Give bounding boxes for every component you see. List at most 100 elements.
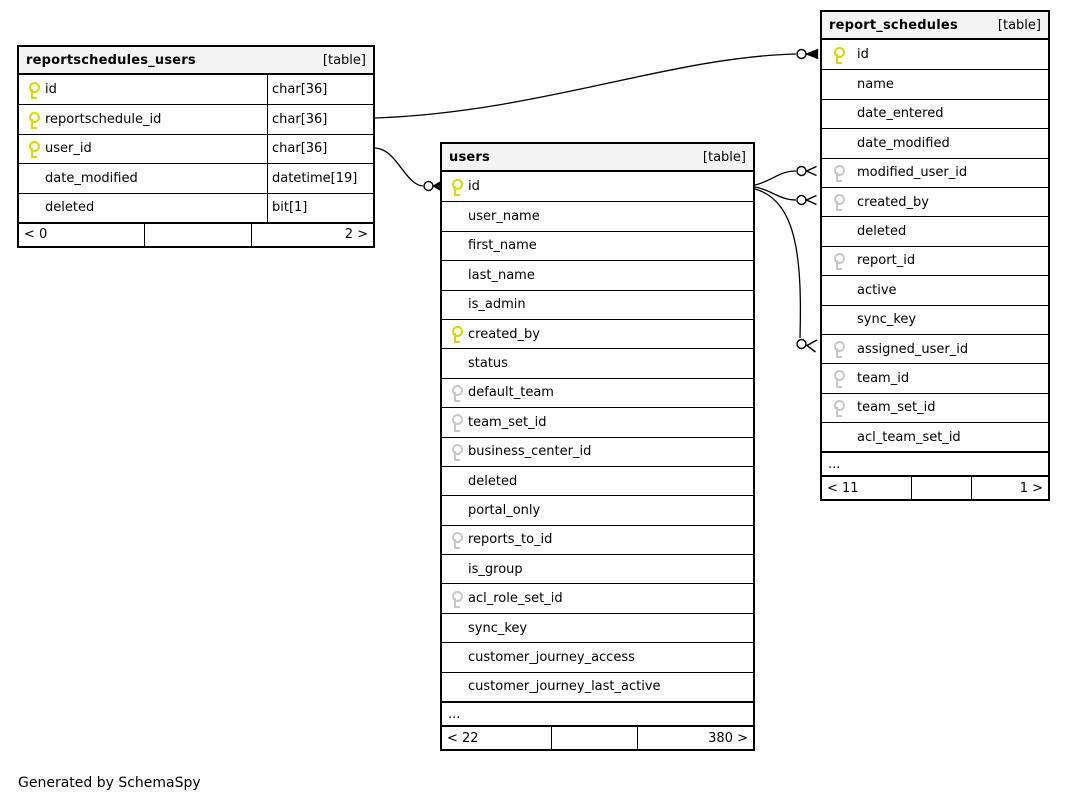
more-columns-ellipsis: ... (442, 701, 753, 725)
column-name: team_set_id (857, 400, 936, 416)
table-title: users (449, 149, 490, 165)
column-row: customer_journey_access (442, 642, 753, 671)
column-name: active (857, 282, 897, 298)
table-users: users [table] id user_name first_name la… (440, 142, 755, 752)
relationship-users-id-to-created_by (754, 186, 817, 206)
table-tag: [table] (997, 17, 1041, 33)
column-name: team_id (857, 370, 910, 386)
column-row: deleted bit[1] (19, 192, 373, 222)
solid-arrowhead (804, 48, 819, 60)
column-name: portal_only (468, 502, 541, 518)
foreign-key-icon (832, 399, 845, 418)
footer-spacer (145, 223, 252, 246)
foreign-key-icon (450, 414, 463, 432)
column-row: customer_journey_last_active (442, 671, 753, 701)
parents-count: 2 > (344, 227, 368, 243)
children-count: < 11 (822, 477, 912, 500)
footer-spacer (552, 727, 638, 750)
column-row: active (822, 275, 1048, 304)
column-row: portal_only (442, 495, 753, 524)
column-name: sync_key (857, 312, 917, 328)
column-row: id (822, 40, 1048, 69)
table-header[interactable]: reportschedules_users [table] (19, 47, 373, 75)
column-row: reports_to_id (442, 524, 753, 554)
column-name: date_modified (45, 170, 138, 186)
column-row: date_modified (822, 128, 1048, 157)
table-reportschedules-users: reportschedules_users [table] id char[36… (17, 45, 375, 248)
column-row: user_name (442, 201, 753, 230)
column-name: deleted (468, 473, 518, 489)
generated-by-note: Generated by SchemaSpy (18, 775, 201, 791)
table-title: report_schedules (829, 17, 958, 33)
table-header[interactable]: users [table] (442, 144, 753, 172)
column-type: char[36] (267, 134, 373, 164)
column-name: date_modified (857, 135, 950, 151)
column-row: name (822, 69, 1048, 98)
column-name: last_name (468, 267, 535, 283)
open-arrowhead (804, 165, 817, 177)
column-name: id (45, 82, 57, 98)
column-row: report_id (822, 245, 1048, 275)
foreign-key-icon (450, 531, 463, 550)
column-name: assigned_user_id (857, 341, 969, 357)
column-row: id char[36] (19, 75, 373, 105)
column-row: modified_user_id (822, 157, 1048, 187)
table-header[interactable]: report_schedules [table] (822, 12, 1048, 40)
column-name: customer_journey_last_active (468, 679, 661, 695)
primary-key-icon (27, 140, 40, 159)
column-name: default_team (468, 385, 554, 401)
column-name: id (857, 47, 869, 63)
table-footer: < 0 2 > (19, 221, 373, 246)
foreign-key-icon (832, 252, 845, 271)
open-arrowhead (805, 339, 818, 353)
column-name: id (468, 179, 480, 195)
column-row: date_modified datetime[19] (19, 163, 373, 193)
table-report-schedules: report_schedules [table] id name date_en… (820, 10, 1050, 502)
column-row: deleted (442, 465, 753, 495)
column-name: status (468, 356, 508, 372)
column-name: date_entered (857, 106, 944, 122)
column-row: status (442, 348, 753, 377)
relationship-users-id-to-modified_user_id (754, 165, 817, 186)
parents-count: 380 > (708, 730, 748, 746)
column-row: acl_team_set_id (822, 422, 1048, 451)
column-row: acl_role_set_id (442, 583, 753, 612)
primary-key-icon (832, 46, 845, 64)
open-arrowhead (804, 194, 817, 206)
zero-or-one-circle (796, 48, 807, 60)
more-columns-ellipsis: ... (822, 451, 1048, 475)
column-name: sync_key (468, 620, 528, 636)
relationship-reportschedule_id-to-report_schedules-id (374, 48, 819, 119)
column-row: reportschedule_id char[36] (19, 104, 373, 134)
foreign-key-icon (450, 443, 463, 461)
primary-key-icon (27, 111, 40, 129)
children-count: < 22 (442, 727, 552, 750)
column-name: modified_user_id (857, 165, 968, 181)
column-name: reportschedule_id (45, 112, 162, 128)
foreign-key-icon (450, 384, 463, 403)
column-row: sync_key (822, 304, 1048, 334)
column-row: user_id char[36] (19, 133, 373, 164)
foreign-key-icon (832, 164, 845, 182)
column-name: acl_team_set_id (857, 429, 961, 445)
column-name: is_group (468, 561, 523, 577)
foreign-key-icon (832, 341, 845, 359)
table-tag: [table] (702, 149, 746, 165)
column-name: reports_to_id (468, 532, 553, 548)
column-row: created_by (442, 318, 753, 348)
relationship-users-id-to-assigned_user_id (754, 188, 818, 353)
table-tag: [table] (322, 52, 366, 68)
column-name: report_id (857, 253, 916, 269)
footer-spacer (912, 477, 972, 500)
column-type: datetime[19] (267, 164, 373, 193)
column-row: first_name (442, 230, 753, 260)
column-type: bit[1] (267, 193, 373, 222)
column-row: team_set_id (822, 392, 1048, 422)
column-row: business_center_id (442, 436, 753, 466)
column-name: user_id (45, 141, 92, 157)
table-title: reportschedules_users (26, 52, 196, 68)
column-type: char[36] (267, 105, 373, 134)
primary-key-icon (450, 326, 463, 344)
column-name: team_set_id (468, 414, 547, 430)
